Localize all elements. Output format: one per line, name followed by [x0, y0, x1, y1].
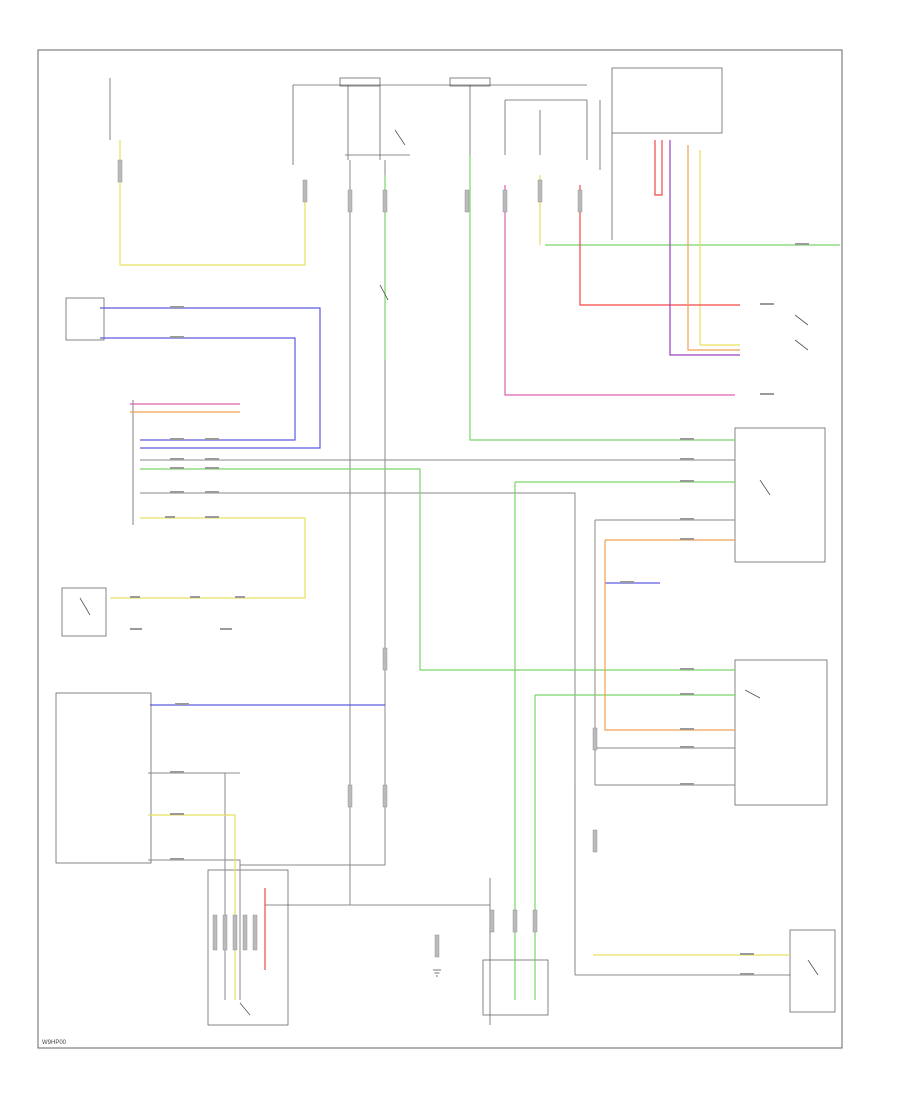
connector-marks: [117, 159, 598, 958]
wires-green: [140, 155, 840, 1000]
wire-code-marks: [130, 243, 809, 975]
wires-pink-violet: [130, 140, 740, 405]
wires-orange: [130, 145, 740, 731]
switch-symbols: [79, 129, 819, 1016]
left-components: [55, 297, 549, 1026]
wires-red: [264, 140, 740, 970]
wires-blue: [100, 307, 660, 706]
wires-gray: [140, 160, 735, 1000]
ground-symbols: [433, 969, 441, 977]
right-components: [574, 427, 836, 1013]
power-distribution: [109, 67, 723, 240]
diagram-frame: [37, 49, 843, 1049]
diagram-id: W9HP00: [42, 1040, 67, 1046]
